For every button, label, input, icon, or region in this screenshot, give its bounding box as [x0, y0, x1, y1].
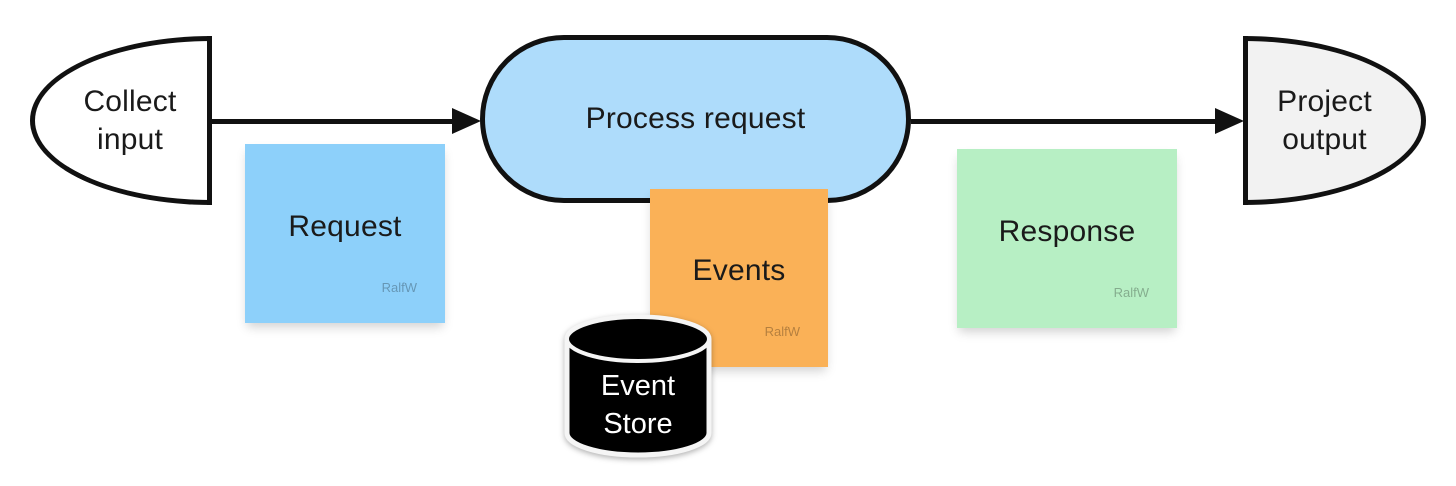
database-cylinder-icon	[564, 314, 712, 458]
sticky-note-response: Response RalfW	[957, 149, 1177, 328]
project-output-label: Project output	[1277, 84, 1372, 156]
sticky-note-request: Request RalfW	[245, 144, 445, 323]
response-note-label: Response	[998, 214, 1136, 248]
request-note-label: Request	[288, 209, 402, 243]
process-request-node: Process request	[480, 35, 911, 203]
events-note-label: Events	[692, 254, 786, 287]
collect-input-node: Collect input	[30, 36, 212, 205]
events-note-author: RalfW	[764, 324, 800, 339]
process-request-label: Process request	[585, 102, 806, 135]
arrow-collect-to-process-head-icon	[452, 108, 481, 134]
request-note-author: RalfW	[381, 280, 417, 295]
arrow-collect-to-process-line	[210, 119, 460, 124]
project-output-node: Project output	[1243, 36, 1426, 205]
event-store-label: Event Store	[600, 370, 676, 440]
arrow-process-to-project-line	[911, 119, 1219, 124]
event-store-node: Event Store	[563, 312, 713, 460]
collect-input-label: Collect input	[83, 84, 177, 156]
response-note-author: RalfW	[1113, 285, 1149, 300]
arrow-process-to-project-head-icon	[1215, 108, 1244, 134]
